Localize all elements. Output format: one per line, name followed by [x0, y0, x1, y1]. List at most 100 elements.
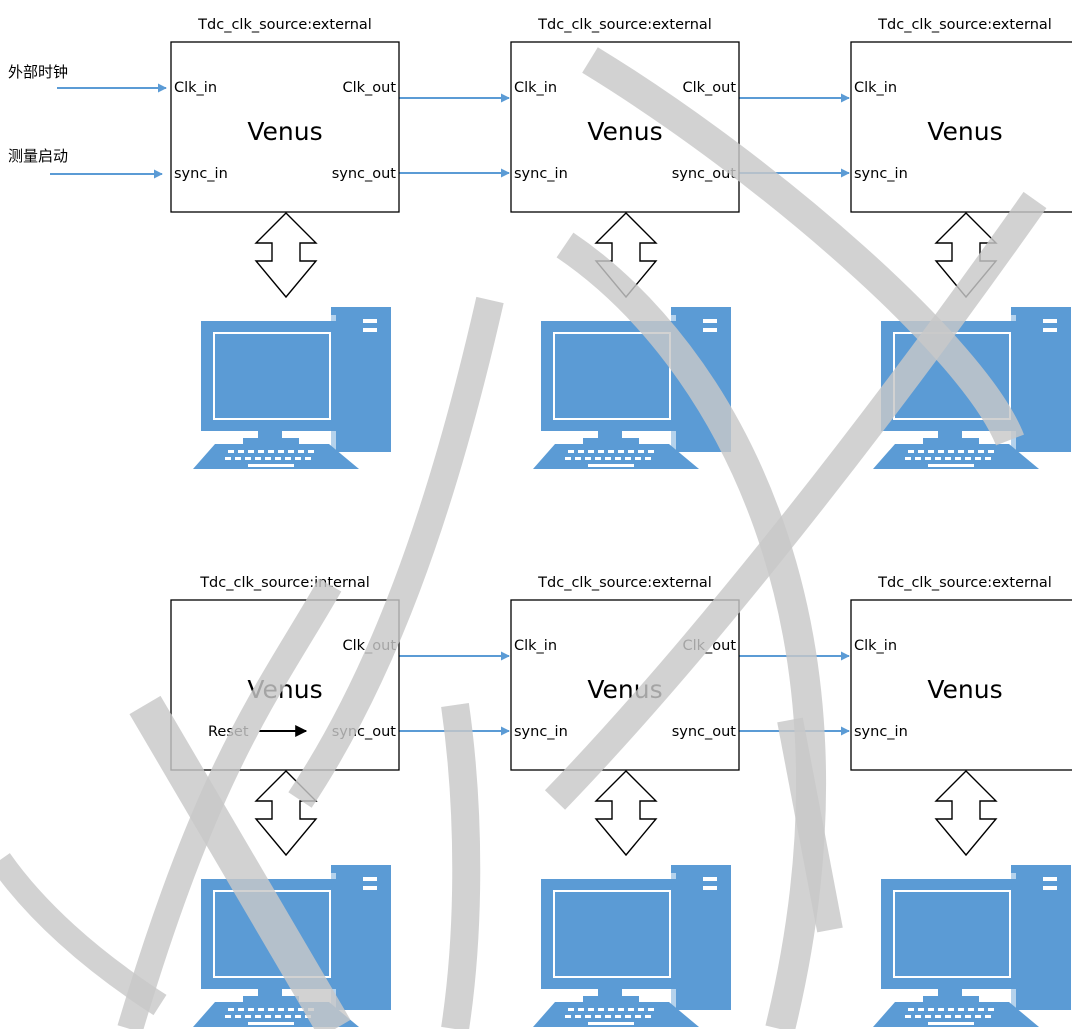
keyboard-key — [255, 1015, 261, 1018]
keyboard-key — [565, 1015, 571, 1018]
keyboard-key — [975, 1015, 981, 1018]
keyboard-key — [608, 1008, 614, 1011]
port-clk-in: Clk_in — [854, 80, 897, 96]
keyboard — [193, 444, 359, 469]
node-name: Venus — [587, 117, 662, 146]
keyboard-key — [948, 450, 954, 453]
keyboard-key — [308, 450, 314, 453]
keyboard-key — [225, 1015, 231, 1018]
node-name: Venus — [927, 117, 1002, 146]
keyboard-key — [938, 1008, 944, 1011]
keyboard-key — [988, 450, 994, 453]
monitor — [201, 321, 343, 431]
port-sync-in: sync_in — [854, 724, 908, 740]
port-sync-in: sync_in — [174, 166, 228, 182]
measure-start-label: 测量启动 — [8, 147, 68, 165]
node-config-label: Tdc_clk_source:internal — [199, 575, 370, 591]
monitor-stand — [258, 431, 282, 441]
keyboard-key — [245, 457, 251, 460]
venus-node: Tdc_clk_source:externalVenusClk_insync_i… — [170, 17, 400, 469]
monitor-stand — [598, 431, 622, 441]
tower-light-2 — [703, 328, 717, 332]
keyboard-key — [945, 1015, 951, 1018]
keyboard-key — [238, 450, 244, 453]
keyboard-key — [908, 1008, 914, 1011]
keyboard-key — [255, 457, 261, 460]
tower-light-1 — [363, 319, 377, 323]
keyboard — [533, 444, 699, 469]
port-clk-in: Clk_in — [854, 638, 897, 654]
keyboard-key — [648, 1008, 654, 1011]
keyboard-key — [595, 457, 601, 460]
desktop-computer-icon — [873, 865, 1071, 1027]
keyboard-key — [638, 450, 644, 453]
keyboard-key — [598, 450, 604, 453]
keyboard-key — [275, 457, 281, 460]
keyboard-key — [955, 1015, 961, 1018]
tower-light-1 — [703, 319, 717, 323]
keyboard-key — [265, 1015, 271, 1018]
port-clk-out: Clk_out — [342, 80, 396, 96]
keyboard-key — [645, 1015, 651, 1018]
tower-light-2 — [363, 328, 377, 332]
keyboard-key — [585, 457, 591, 460]
tower-light-2 — [1043, 886, 1057, 890]
keyboard-key — [585, 1015, 591, 1018]
keyboard-spacebar — [248, 464, 294, 467]
keyboard-key — [608, 450, 614, 453]
monitor-stand — [938, 989, 962, 999]
keyboard-key — [958, 1008, 964, 1011]
monitor-screen — [213, 332, 331, 420]
node-name: Venus — [927, 675, 1002, 704]
node-config-label: Tdc_clk_source:external — [537, 17, 712, 33]
external-inputs: 外部时钟 测量启动 — [8, 63, 167, 179]
node-layer: Tdc_clk_source:externalVenusClk_insync_i… — [170, 17, 1072, 1027]
monitor-stand — [598, 989, 622, 999]
external-clock-label: 外部时钟 — [8, 63, 68, 81]
desktop-computer-icon — [193, 307, 391, 469]
keyboard-key — [288, 450, 294, 453]
keyboard-key — [275, 1015, 281, 1018]
keyboard-key — [278, 450, 284, 453]
keyboard-key — [248, 1008, 254, 1011]
tower-light-2 — [363, 886, 377, 890]
keyboard-key — [915, 457, 921, 460]
keyboard-key — [908, 450, 914, 453]
node-config-label: Tdc_clk_source:external — [877, 575, 1052, 591]
keyboard-key — [295, 1015, 301, 1018]
monitor — [881, 879, 1023, 989]
venus-box — [850, 41, 1072, 213]
keyboard-key — [925, 457, 931, 460]
keyboard-key — [258, 450, 264, 453]
node-config-label: Tdc_clk_source:external — [197, 17, 372, 33]
keyboard-key — [625, 1015, 631, 1018]
watermark — [0, 47, 1047, 1029]
keyboard-key — [298, 1008, 304, 1011]
keyboard-key — [615, 1015, 621, 1018]
keyboard-key — [575, 457, 581, 460]
keyboard-key — [945, 457, 951, 460]
keyboard-key — [988, 1008, 994, 1011]
tower-light-1 — [1043, 319, 1057, 323]
node-config-label: Tdc_clk_source:external — [877, 17, 1052, 33]
keyboard-key — [955, 457, 961, 460]
keyboard-key — [578, 1008, 584, 1011]
port-sync-out: sync_out — [332, 166, 397, 182]
keyboard-key — [965, 1015, 971, 1018]
keyboard-key — [985, 457, 991, 460]
keyboard-key — [965, 457, 971, 460]
keyboard-key — [588, 450, 594, 453]
keyboard-key — [225, 457, 231, 460]
venus-node: Tdc_clk_source:externalVenusClk_insync_i… — [510, 575, 740, 1027]
keyboard-key — [605, 457, 611, 460]
keyboard-key — [245, 1015, 251, 1018]
keyboard-key — [968, 450, 974, 453]
keyboard-spacebar — [248, 1022, 294, 1025]
node-config-label: Tdc_clk_source:external — [537, 575, 712, 591]
tower-light-2 — [1043, 328, 1057, 332]
keyboard-key — [628, 1008, 634, 1011]
port-sync-in: sync_in — [854, 166, 908, 182]
keyboard-key — [268, 1008, 274, 1011]
keyboard-key — [968, 1008, 974, 1011]
